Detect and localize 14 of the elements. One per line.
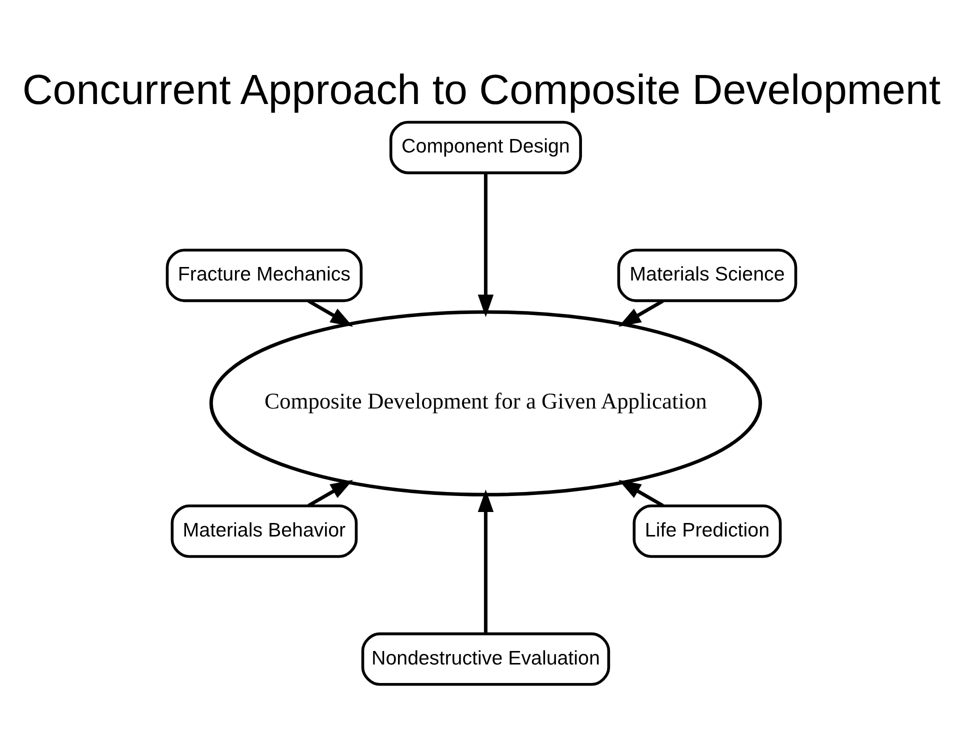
node-box: Nondestructive Evaluation (361, 632, 610, 686)
arrow (308, 479, 354, 507)
node-box: Fracture Mechanics (166, 248, 363, 302)
node-box: Materials Science (617, 248, 798, 302)
node-box: Life Prediction (632, 504, 782, 558)
node-box: Materials Behavior (170, 504, 358, 558)
arrow (618, 298, 664, 326)
node-box: Component Design (389, 120, 582, 174)
arrow (478, 172, 494, 317)
diagram-title: Concurrent Approach to Composite Development (22, 65, 941, 112)
arrow (618, 479, 664, 507)
node-ellipse: Composite Development for a Given Application (209, 310, 762, 496)
arrow (478, 488, 494, 634)
arrow (308, 298, 354, 326)
